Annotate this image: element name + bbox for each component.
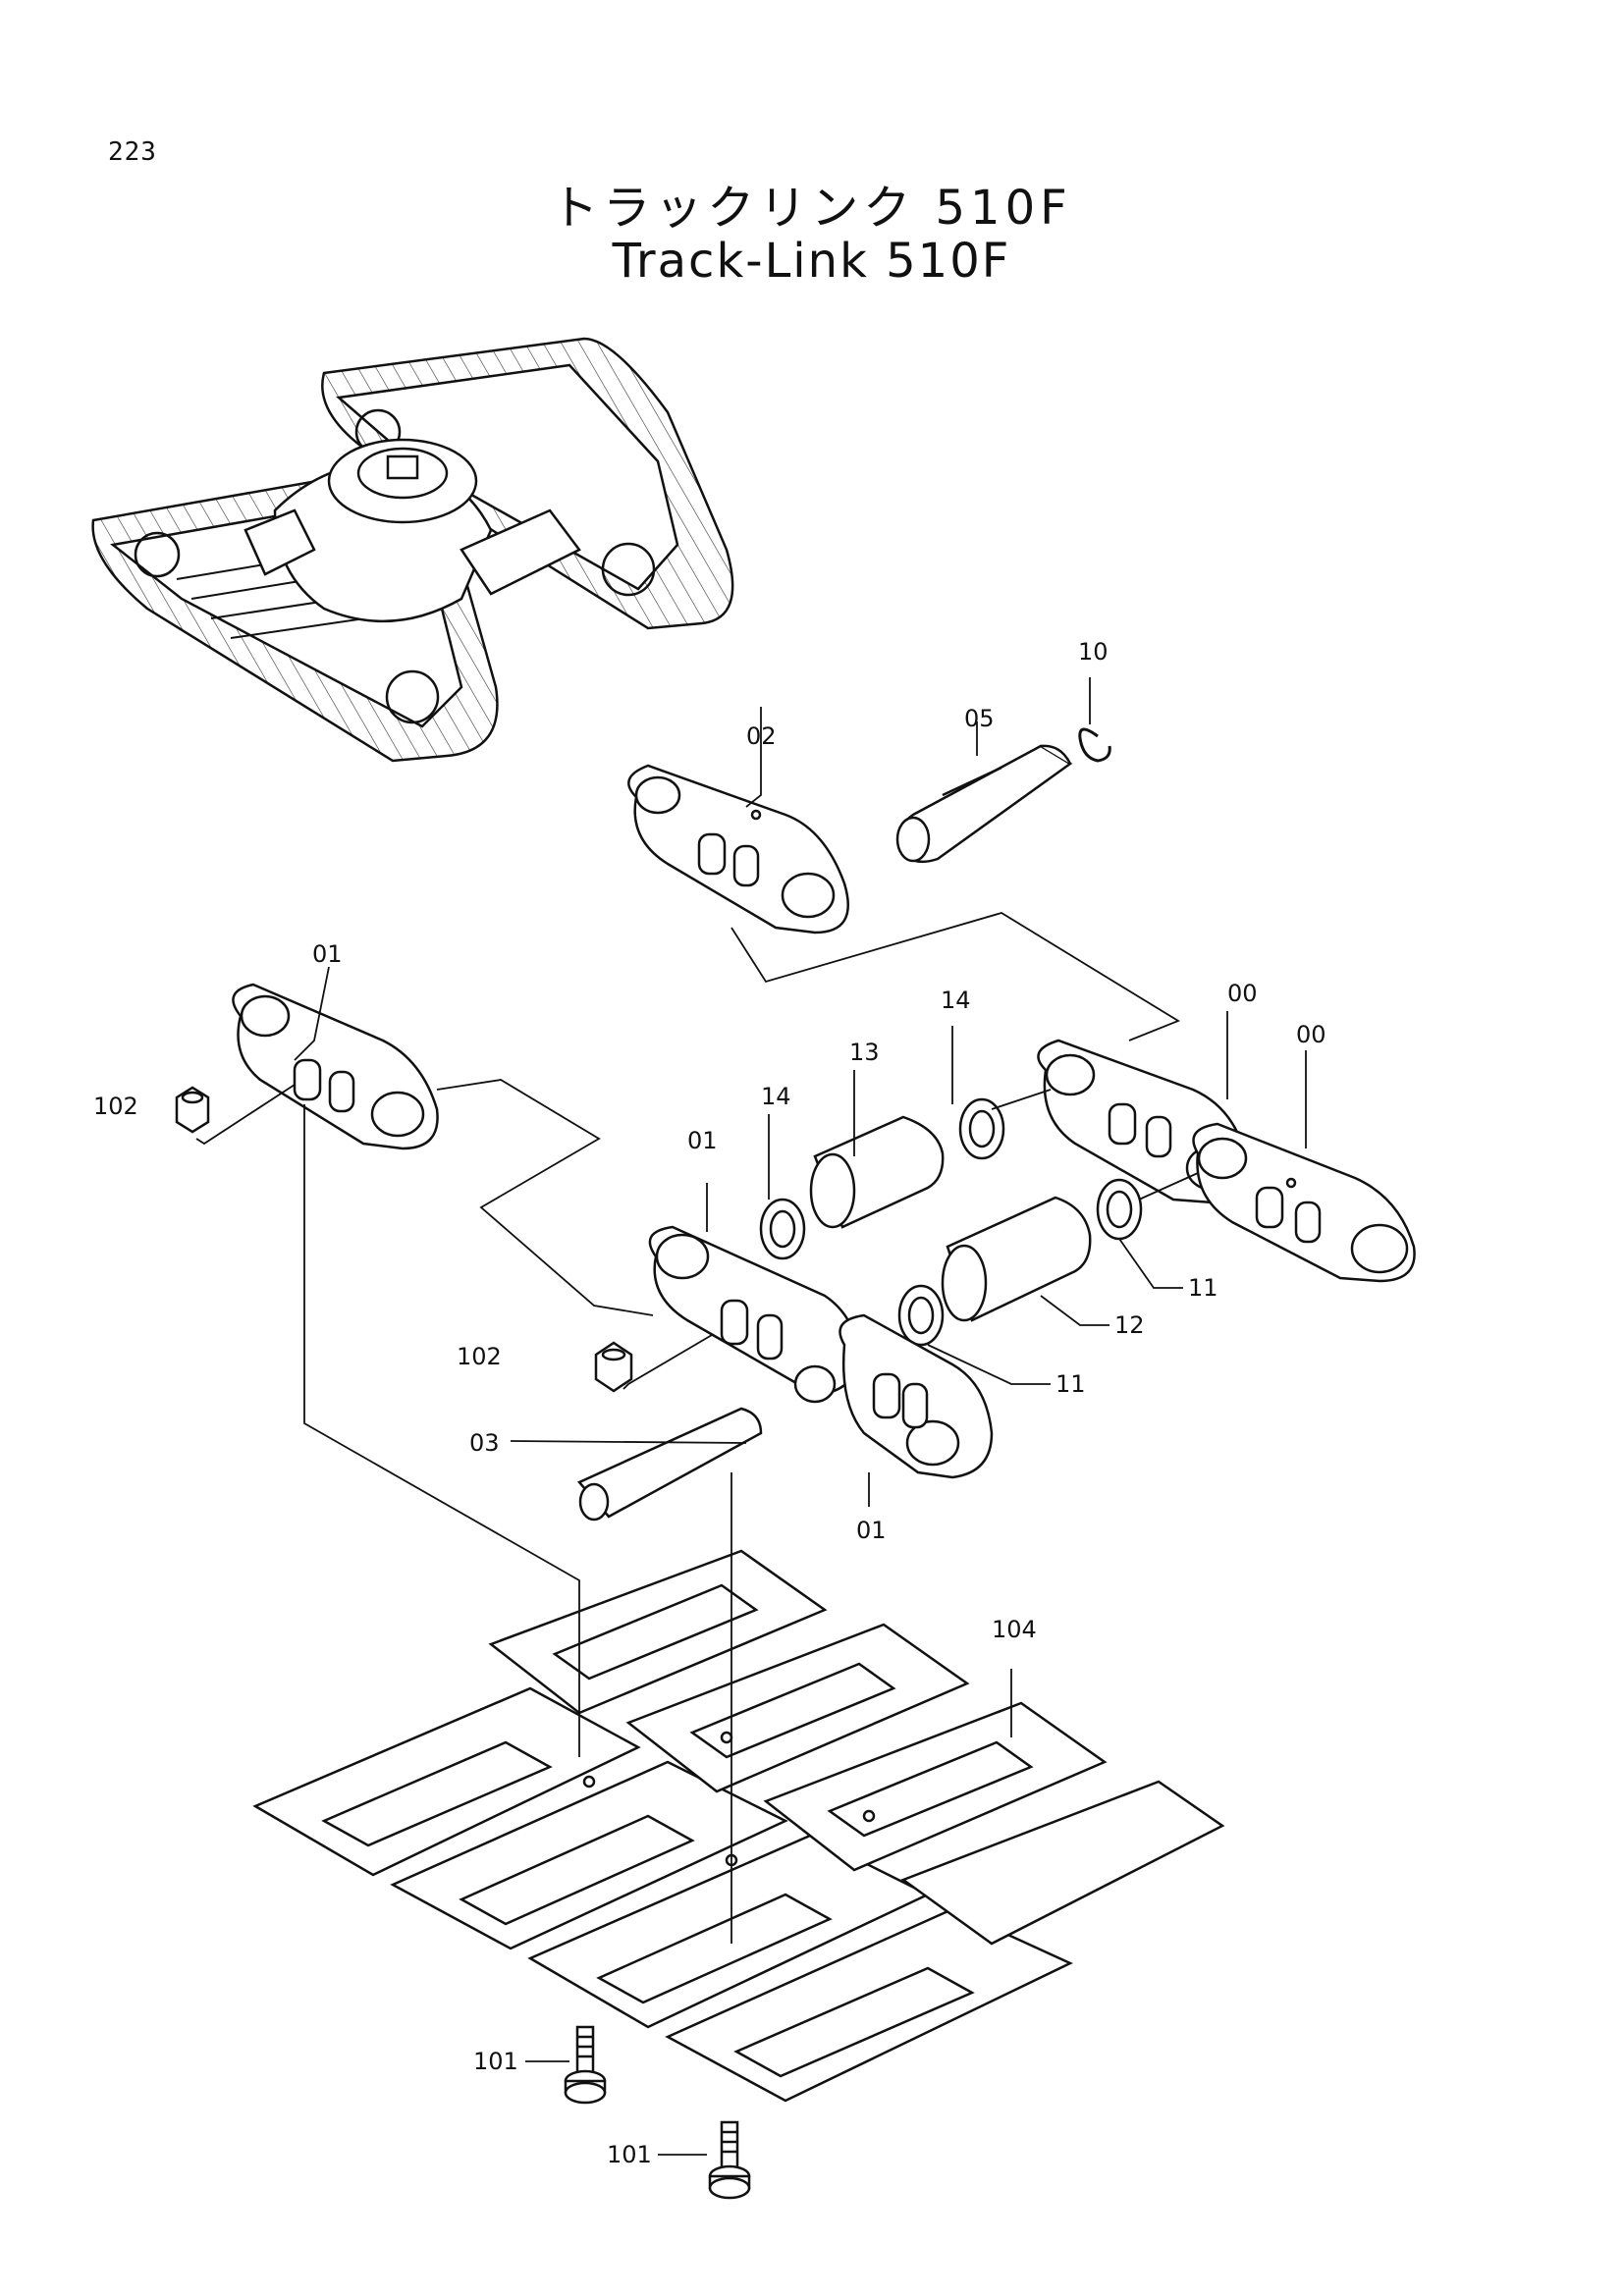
undercarriage-illustration	[91, 337, 734, 763]
seal-part-14-right	[958, 1097, 1005, 1160]
callout-12: 12	[1114, 1311, 1145, 1339]
leader-lines	[195, 677, 1307, 2156]
bolt-part-101-lower	[708, 2120, 751, 2200]
callout-01-upper: 01	[312, 940, 343, 968]
callout-14-left: 14	[761, 1083, 791, 1110]
track-shoe-plates-part-104	[252, 1549, 1225, 2103]
track-link-part-02	[627, 764, 849, 934]
callout-101-lower: 101	[607, 2141, 652, 2168]
callout-02: 02	[746, 722, 777, 750]
callout-14-right: 14	[941, 987, 971, 1014]
title-english: Track-Link 510F	[612, 234, 1011, 289]
track-link-part-01-upper	[232, 983, 439, 1150]
callout-03: 03	[469, 1429, 500, 1457]
callout-01-lower: 01	[856, 1517, 887, 1544]
track-link-part-01-center	[648, 1225, 994, 1479]
callout-104: 104	[992, 1616, 1037, 1643]
callout-10: 10	[1078, 638, 1109, 666]
seal-part-11-right	[1096, 1178, 1143, 1241]
title-japanese: トラックリンク 510F	[551, 181, 1072, 236]
bolt-part-101-upper	[564, 2025, 607, 2105]
pin-part-03	[576, 1407, 763, 1522]
seal-part-14-left	[759, 1198, 806, 1260]
nut-part-102-upper	[175, 1086, 210, 1134]
retaining-ring-part-10	[1078, 727, 1111, 763]
seal-part-11-left	[897, 1284, 945, 1347]
callout-05: 05	[964, 705, 995, 732]
callout-00-left: 00	[1227, 980, 1258, 1007]
nut-part-102-center	[594, 1341, 633, 1393]
callout-102-upper: 102	[93, 1093, 138, 1120]
bushing-part-12	[941, 1196, 1092, 1322]
bushing-part-13	[809, 1115, 945, 1229]
callout-00-right: 00	[1296, 1021, 1326, 1048]
callout-11-left: 11	[1055, 1370, 1086, 1398]
callout-102-center: 102	[457, 1343, 502, 1370]
callout-13: 13	[849, 1039, 880, 1066]
track-link-part-00-right	[1192, 1122, 1416, 1283]
callout-11-right: 11	[1188, 1274, 1218, 1302]
page-number: 223	[108, 137, 157, 167]
callout-labels: 10 05 02 01 102 14 13 00 00 14 01 11 12 …	[93, 638, 1326, 2168]
callout-101-upper: 101	[473, 2048, 518, 2075]
master-pin-part-05	[895, 744, 1073, 864]
callout-01-center: 01	[687, 1127, 718, 1154]
